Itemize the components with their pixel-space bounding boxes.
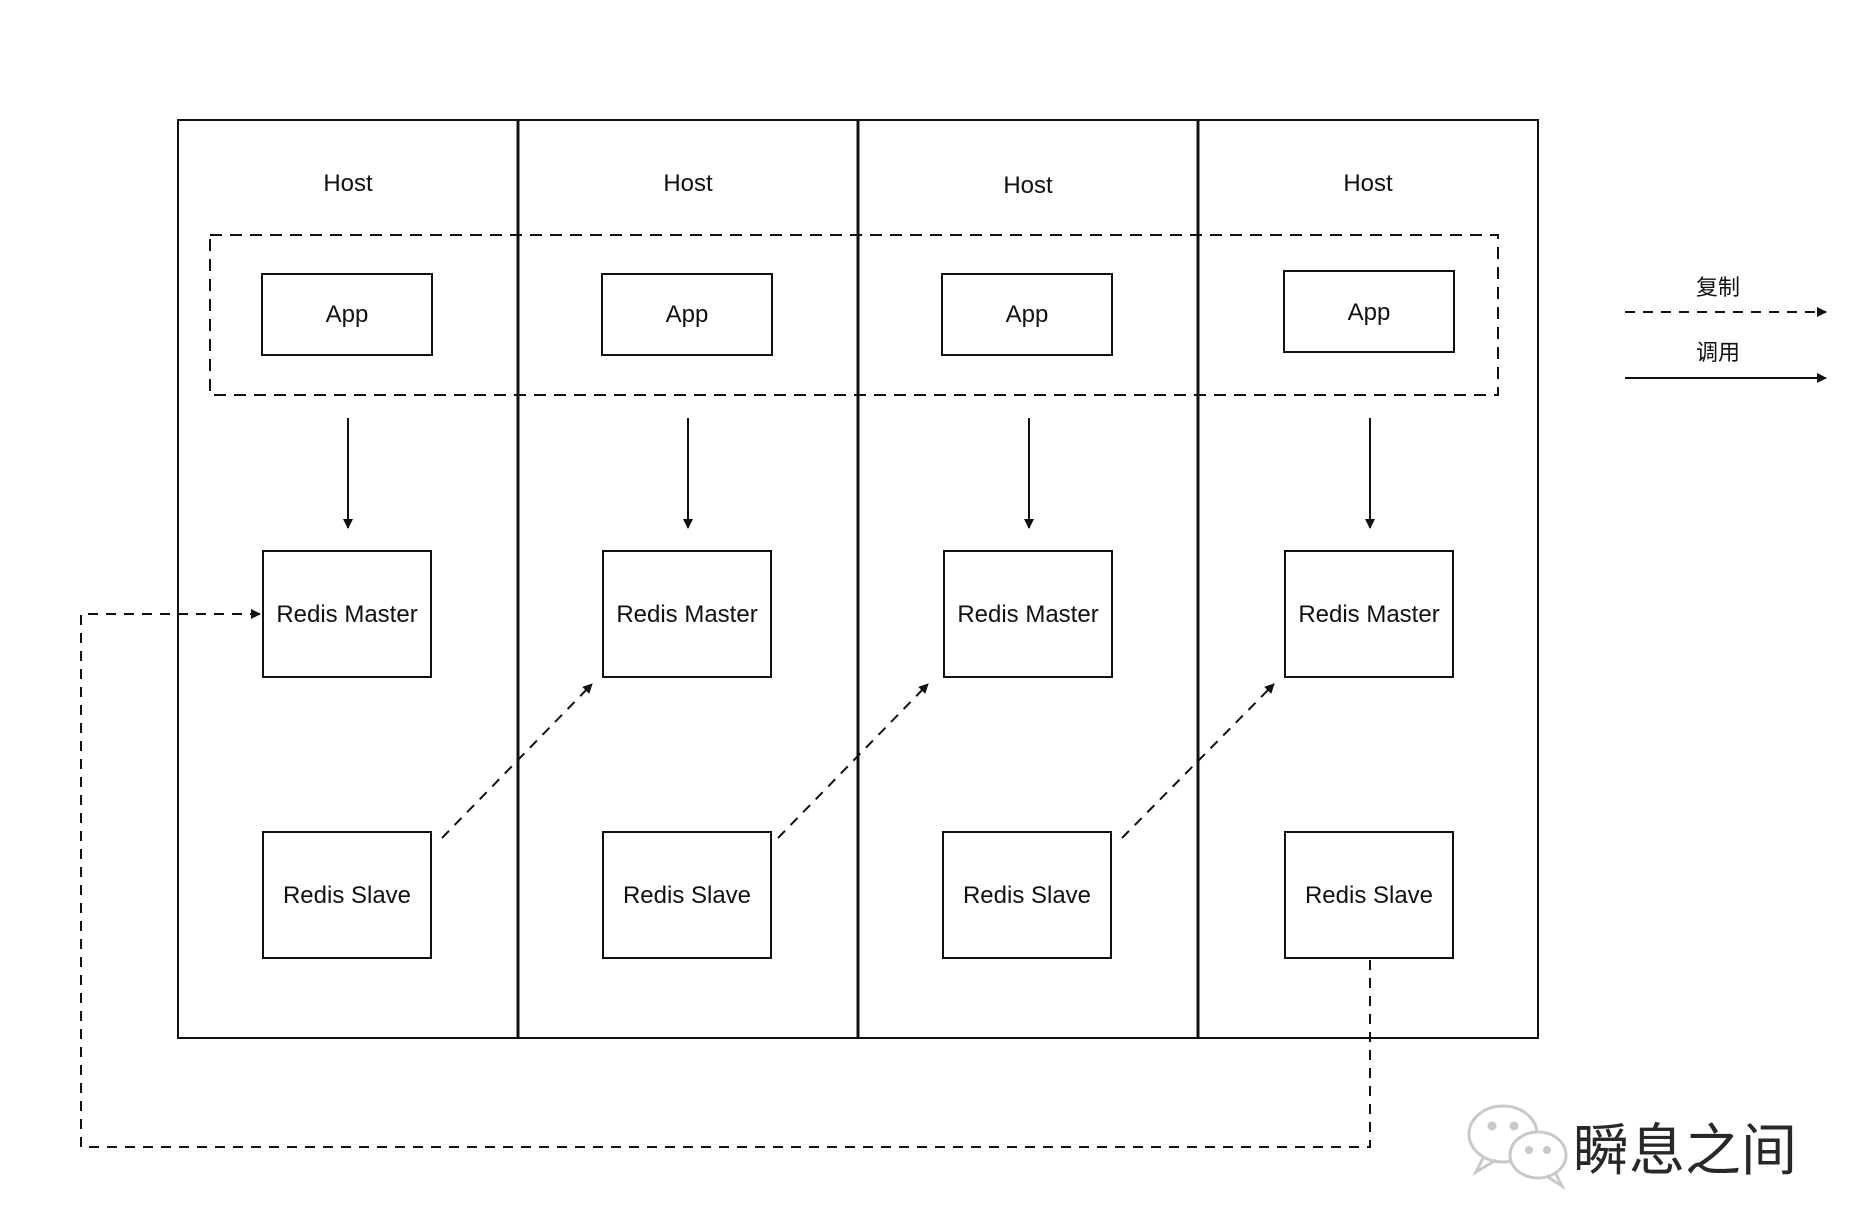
replication-arrow-3 [1121, 683, 1275, 839]
redis-slave-box-2 [602, 831, 772, 959]
legend: 复制 调用 [1625, 275, 1827, 383]
redis-master-box-1 [262, 550, 432, 678]
redis-master-box-3 [943, 550, 1113, 678]
replication-arrow-2 [777, 683, 929, 839]
host-label-4: Host [1343, 170, 1393, 197]
redis-master-box-4 [1284, 550, 1454, 678]
app-box-2 [601, 273, 773, 356]
redis-master-label-1: Redis Master [276, 601, 417, 628]
app-label-3: App [1006, 301, 1049, 328]
watermark: 瞬息之间 [1467, 1104, 1797, 1191]
wechat-icon [1467, 1104, 1568, 1191]
redis-slave-box-1 [262, 831, 432, 959]
app-boxes [261, 270, 1455, 356]
redis-slave-label-3: Redis Slave [963, 882, 1091, 909]
app-label-2: App [666, 301, 709, 328]
legend-call-label: 调用 [1696, 340, 1740, 365]
host-label-3: Host [1003, 172, 1053, 199]
replication-arrows [80, 609, 1371, 1148]
call-arrows [343, 418, 1375, 529]
watermark-text: 瞬息之间 [1573, 1119, 1797, 1182]
redis-slave-label-1: Redis Slave [283, 882, 411, 909]
redis-master-box-2 [602, 550, 772, 678]
replication-arrow-loop [80, 609, 1371, 1148]
app-box-4 [1283, 270, 1455, 353]
host-separators [516, 120, 1200, 1038]
app-label-4: App [1348, 299, 1391, 326]
host-label-2: Host [663, 170, 713, 197]
redis-master-label-4: Redis Master [1298, 601, 1439, 628]
redis-slave-box-4 [1284, 831, 1454, 959]
redis-slave-box-3 [942, 831, 1112, 959]
redis-master-label-3: Redis Master [957, 601, 1098, 628]
app-box-1 [261, 273, 433, 356]
legend-replication-label: 复制 [1696, 275, 1740, 300]
redis-slave-label-2: Redis Slave [623, 882, 751, 909]
slave-boxes [262, 831, 1454, 959]
app-label-1: App [326, 301, 369, 328]
app-group-boundary [209, 234, 1499, 396]
redis-slave-label-4: Redis Slave [1305, 882, 1433, 909]
redis-master-label-2: Redis Master [616, 601, 757, 628]
master-boxes [262, 550, 1454, 678]
app-box-3 [941, 273, 1113, 356]
host-label-1: Host [323, 170, 373, 197]
